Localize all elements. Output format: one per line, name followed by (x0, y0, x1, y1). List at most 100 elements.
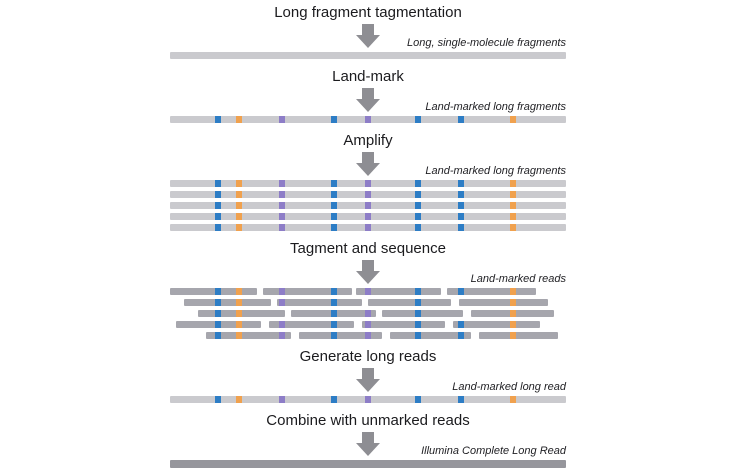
landmark-blue (414, 202, 421, 209)
landmark-purple (279, 396, 286, 403)
landmark-blue (457, 202, 464, 209)
landmark-blue (331, 288, 338, 295)
landmark-blue (457, 180, 464, 187)
landmark-purple (365, 116, 372, 123)
read-segment (276, 299, 363, 306)
step-title-tagmentation: Long fragment tagmentation (274, 4, 462, 21)
landmark-purple (279, 116, 286, 123)
landmark-blue (457, 288, 464, 295)
complete-long-read-label: Illumina Complete Long Read (421, 445, 566, 457)
landmark-blue (331, 202, 338, 209)
complete-long-read-bar (170, 460, 566, 468)
landmark-purple (365, 213, 372, 220)
read-segment (478, 332, 559, 339)
landmarked-reads-label: Land-marked reads (470, 273, 566, 285)
amplified-fragments-label: Land-marked long fragments (425, 165, 566, 177)
amplified-fragment-bar (170, 180, 566, 187)
landmark-blue (331, 332, 338, 339)
landmark-blue (215, 191, 222, 198)
landmark-blue (457, 224, 464, 231)
read-segment (356, 288, 442, 295)
landmark-blue (414, 396, 421, 403)
landmark-purple (365, 191, 372, 198)
landmark-orange (235, 310, 242, 317)
landmark-orange (509, 191, 516, 198)
landmark-blue (414, 288, 421, 295)
read-segment (298, 332, 382, 339)
landmark-purple (279, 180, 286, 187)
read-segment (389, 332, 471, 339)
step-title-longreads: Generate long reads (299, 348, 437, 365)
landmark-orange (235, 191, 242, 198)
read-segment (447, 288, 537, 295)
down-arrow-icon (356, 88, 380, 112)
read-segment (205, 332, 291, 339)
landmark-blue (457, 396, 464, 403)
landmark-blue (215, 396, 222, 403)
step-title-amplify: Amplify (343, 132, 393, 149)
landmark-purple (365, 202, 372, 209)
landmark-purple (365, 396, 372, 403)
landmark-orange (509, 202, 516, 209)
landmark-blue (331, 180, 338, 187)
reads-row (170, 321, 566, 328)
landmark-orange (235, 202, 242, 209)
step-title-sequence: Tagment and sequence (290, 240, 446, 257)
landmark-purple (279, 332, 286, 339)
landmarked-fragment-bar (170, 116, 566, 123)
step-title-landmark: Land-mark (332, 68, 404, 85)
landmark-blue (215, 299, 222, 306)
down-arrow-icon (356, 432, 380, 456)
landmark-blue (215, 288, 222, 295)
landmark-purple (279, 299, 286, 306)
landmark-blue (215, 180, 222, 187)
down-arrow-icon (356, 260, 380, 284)
read-segment (453, 321, 541, 328)
landmarked-fragments-label: Land-marked long fragments (425, 101, 566, 113)
amplified-fragment-bar (170, 224, 566, 231)
landmark-purple (365, 310, 372, 317)
landmark-orange (509, 116, 516, 123)
landmark-blue (331, 116, 338, 123)
landmark-blue (457, 116, 464, 123)
down-arrow-icon (356, 368, 380, 392)
landmark-blue (215, 224, 222, 231)
read-segment (362, 321, 446, 328)
landmark-purple (279, 288, 286, 295)
reads-row (170, 288, 566, 295)
landmark-blue (215, 332, 222, 339)
down-arrow-icon (356, 24, 380, 48)
landmark-blue (215, 321, 222, 328)
landmark-purple (365, 321, 372, 328)
landmark-blue (457, 191, 464, 198)
landmark-blue (331, 213, 338, 220)
read-segment (263, 288, 353, 295)
landmark-blue (414, 116, 421, 123)
landmark-blue (331, 396, 338, 403)
landmark-purple (365, 224, 372, 231)
landmarked-reads-block (170, 288, 566, 339)
landmark-orange (235, 116, 242, 123)
landmark-blue (414, 180, 421, 187)
landmark-purple (279, 202, 286, 209)
landmark-purple (279, 224, 286, 231)
read-segment (368, 299, 452, 306)
landmark-blue (457, 213, 464, 220)
single-molecule-fragment-bar (170, 52, 566, 59)
landmark-orange (509, 299, 516, 306)
workflow-column: Long fragment tagmentation Long, single-… (170, 0, 566, 468)
landmark-orange (509, 332, 516, 339)
reads-row (170, 332, 566, 339)
read-segment (183, 299, 271, 306)
landmark-blue (215, 202, 222, 209)
landmark-purple (279, 213, 286, 220)
landmark-orange (235, 332, 242, 339)
landmark-orange (235, 321, 242, 328)
landmark-blue (414, 299, 421, 306)
amplified-fragment-bar (170, 202, 566, 209)
landmark-purple (365, 180, 372, 187)
landmark-orange (235, 224, 242, 231)
reads-row (170, 299, 566, 306)
landmark-blue (331, 299, 338, 306)
landmark-orange (509, 213, 516, 220)
